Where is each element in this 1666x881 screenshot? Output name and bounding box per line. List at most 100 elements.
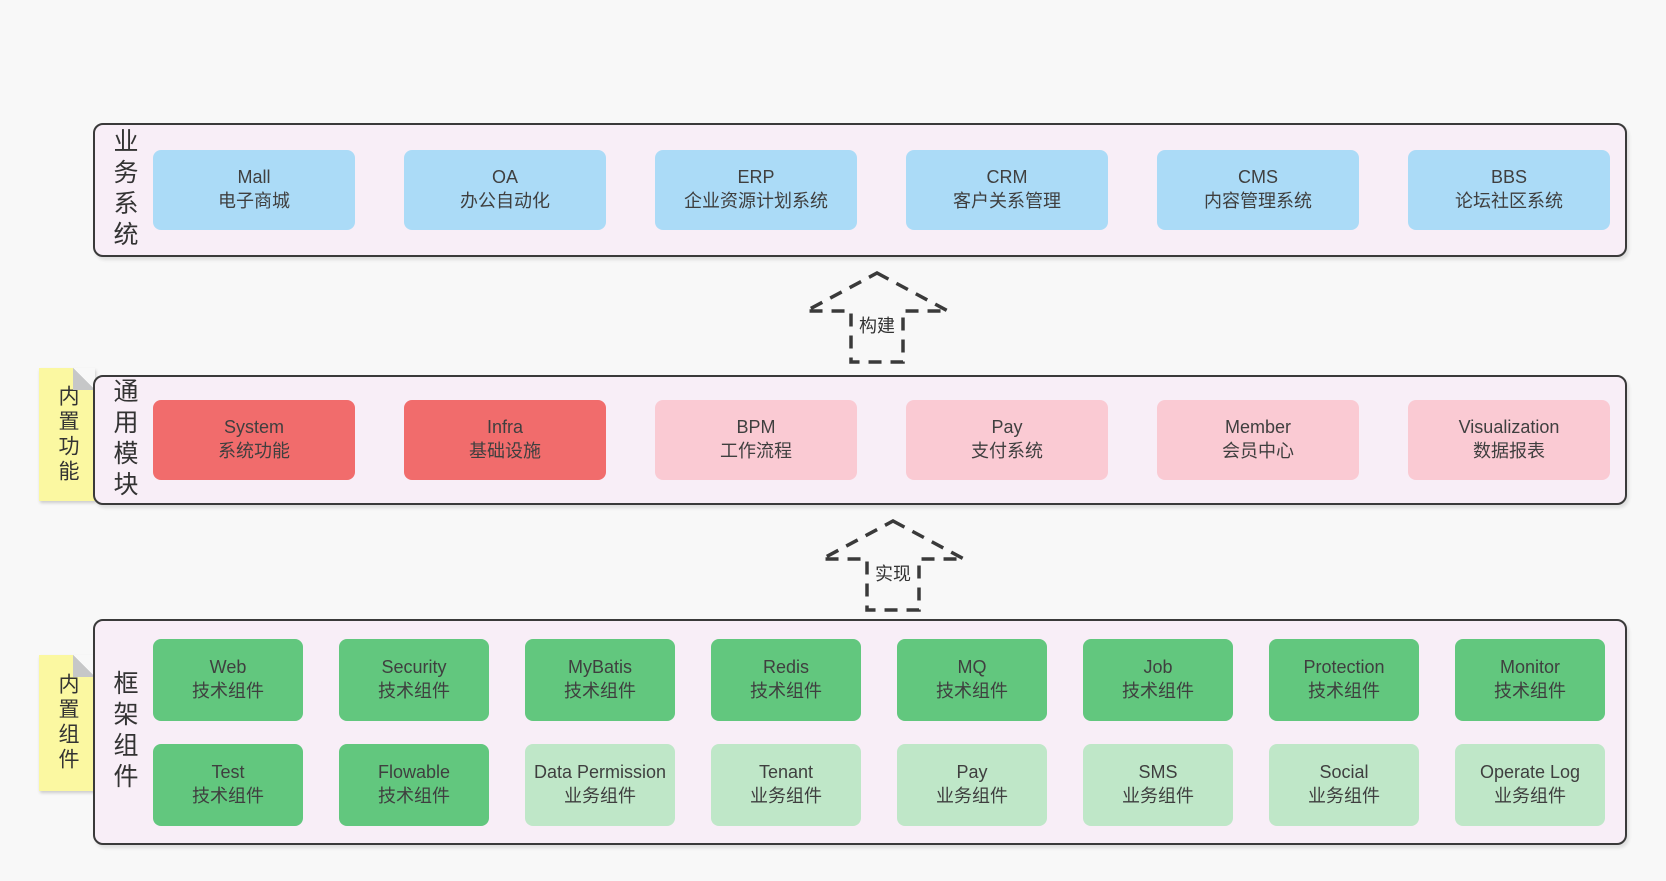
box-cms: CMS 内容管理系统: [1157, 150, 1359, 230]
panel-common-modules: 通用模块 System 系统功能 Infra 基础设施 BPM 工作流程 Pay…: [93, 375, 1627, 505]
box-title: MQ: [957, 656, 987, 677]
box-sms: SMS 业务组件: [1083, 743, 1233, 826]
box-title: SMS: [1138, 761, 1178, 782]
box-subtitle: 业务组件: [936, 785, 1008, 806]
box-subtitle: 技术组件: [378, 785, 450, 806]
box-title: Visualization: [1458, 417, 1560, 438]
sticky-note-builtin-features: 内置功能: [39, 368, 95, 501]
box-subtitle: 技术组件: [936, 680, 1008, 701]
box-subtitle: 技术组件: [564, 680, 636, 701]
box-title: Redis: [762, 656, 810, 677]
business-boxes-row: Mall 电子商城 OA 办公自动化 ERP 企业资源计划系统 CRM 客户关系…: [153, 150, 1610, 230]
arrow-build: 构建: [802, 270, 952, 365]
arrow-build-label: 构建: [856, 312, 898, 338]
box-social: Social 业务组件: [1269, 743, 1419, 826]
box-infra: Infra 基础设施: [404, 400, 606, 480]
box-oa: OA 办公自动化: [404, 150, 606, 230]
folded-corner-icon: [73, 655, 95, 677]
box-title: ERP: [737, 167, 775, 188]
box-subtitle: 企业资源计划系统: [684, 191, 828, 211]
box-operate-log: Operate Log 业务组件: [1455, 743, 1605, 826]
box-title: Mall: [237, 167, 271, 188]
box-test: Test 技术组件: [153, 743, 303, 826]
box-title: Operate Log: [1479, 761, 1581, 782]
panel-title-framework-components: 框架组件: [110, 670, 138, 794]
box-subtitle: 技术组件: [192, 785, 264, 806]
box-title: Job: [1143, 656, 1173, 677]
box-crm: CRM 客户关系管理: [906, 150, 1108, 230]
box-erp: ERP 企业资源计划系统: [655, 150, 857, 230]
box-redis: Redis 技术组件: [711, 638, 861, 721]
modules-boxes-row: System 系统功能 Infra 基础设施 BPM 工作流程 Pay 支付系统…: [153, 400, 1610, 480]
box-subtitle: 基础设施: [469, 441, 541, 461]
box-title: Monitor: [1499, 656, 1561, 677]
box-subtitle: 工作流程: [720, 441, 792, 461]
box-subtitle: 业务组件: [750, 785, 822, 806]
box-subtitle: 数据报表: [1473, 441, 1545, 461]
box-tenant: Tenant 业务组件: [711, 743, 861, 826]
box-title: BPM: [736, 417, 776, 438]
box-title: Member: [1224, 417, 1291, 438]
box-subtitle: 技术组件: [1308, 680, 1380, 701]
box-title: Protection: [1303, 656, 1385, 677]
box-subtitle: 技术组件: [192, 680, 264, 701]
box-title: MyBatis: [567, 656, 632, 677]
box-bbs: BBS 论坛社区系统: [1408, 150, 1610, 230]
box-protection: Protection 技术组件: [1269, 638, 1419, 721]
box-title: System: [223, 417, 284, 438]
arrow-implement-label: 实现: [872, 560, 914, 586]
box-title: CRM: [986, 167, 1028, 188]
box-title: Pay: [991, 417, 1023, 438]
panel-framework-components: 框架组件 Web 技术组件 Security 技术组件 MyBatis 技术组件…: [93, 619, 1627, 845]
box-title: BBS: [1490, 167, 1528, 188]
box-subtitle: 业务组件: [1122, 785, 1194, 806]
box-mq: MQ 技术组件: [897, 638, 1047, 721]
box-title: Pay: [956, 761, 988, 782]
components-row-1: Web 技术组件 Security 技术组件 MyBatis 技术组件 Redi…: [153, 638, 1605, 721]
box-subtitle: 技术组件: [1122, 680, 1194, 701]
box-title: CMS: [1238, 167, 1278, 188]
box-subtitle: 系统功能: [218, 441, 290, 461]
up-arrow-icon: [821, 519, 965, 612]
box-monitor: Monitor 技术组件: [1455, 638, 1605, 721]
sticky-note-builtin-components: 内置组件: [39, 655, 95, 791]
box-subtitle: 办公自动化: [460, 191, 550, 211]
up-arrow-icon: [805, 271, 949, 364]
box-system: System 系统功能: [153, 400, 355, 480]
folded-corner-icon: [73, 368, 95, 390]
box-subtitle: 技术组件: [1494, 680, 1566, 701]
box-bpm: BPM 工作流程: [655, 400, 857, 480]
components-row-2: Test 技术组件 Flowable 技术组件 Data Permission …: [153, 743, 1605, 826]
box-mybatis: MyBatis 技术组件: [525, 638, 675, 721]
box-subtitle: 业务组件: [1308, 785, 1380, 806]
box-subtitle: 业务组件: [1494, 785, 1566, 806]
box-title: Tenant: [758, 761, 814, 782]
box-title: Data Permission: [533, 761, 667, 782]
box-subtitle: 技术组件: [378, 680, 450, 701]
panel-title-common-modules: 通用模块: [110, 378, 138, 502]
box-title: Infra: [486, 417, 524, 438]
box-web: Web 技术组件: [153, 638, 303, 721]
arrow-implement: 实现: [818, 518, 968, 613]
components-rows: Web 技术组件 Security 技术组件 MyBatis 技术组件 Redi…: [153, 638, 1605, 826]
box-flowable: Flowable 技术组件: [339, 743, 489, 826]
panel-title-business-systems: 业务系统: [110, 128, 138, 252]
box-subtitle: 会员中心: [1222, 441, 1294, 461]
box-job: Job 技术组件: [1083, 638, 1233, 721]
box-subtitle: 论坛社区系统: [1455, 191, 1563, 211]
box-data-permission: Data Permission 业务组件: [525, 743, 675, 826]
box-title: Web: [209, 656, 247, 677]
box-subtitle: 内容管理系统: [1204, 191, 1312, 211]
box-pay-business: Pay 业务组件: [897, 743, 1047, 826]
box-visualization: Visualization 数据报表: [1408, 400, 1610, 480]
panel-business-systems: 业务系统 Mall 电子商城 OA 办公自动化 ERP 企业资源计划系统 CRM…: [93, 123, 1627, 257]
box-title: OA: [491, 167, 518, 188]
box-title: Flowable: [377, 761, 451, 782]
box-pay: Pay 支付系统: [906, 400, 1108, 480]
box-subtitle: 技术组件: [750, 680, 822, 701]
box-security: Security 技术组件: [339, 638, 489, 721]
sticky-label-builtin-features: 内置功能: [56, 384, 79, 485]
box-title: Security: [381, 656, 447, 677]
box-title: Test: [211, 761, 245, 782]
